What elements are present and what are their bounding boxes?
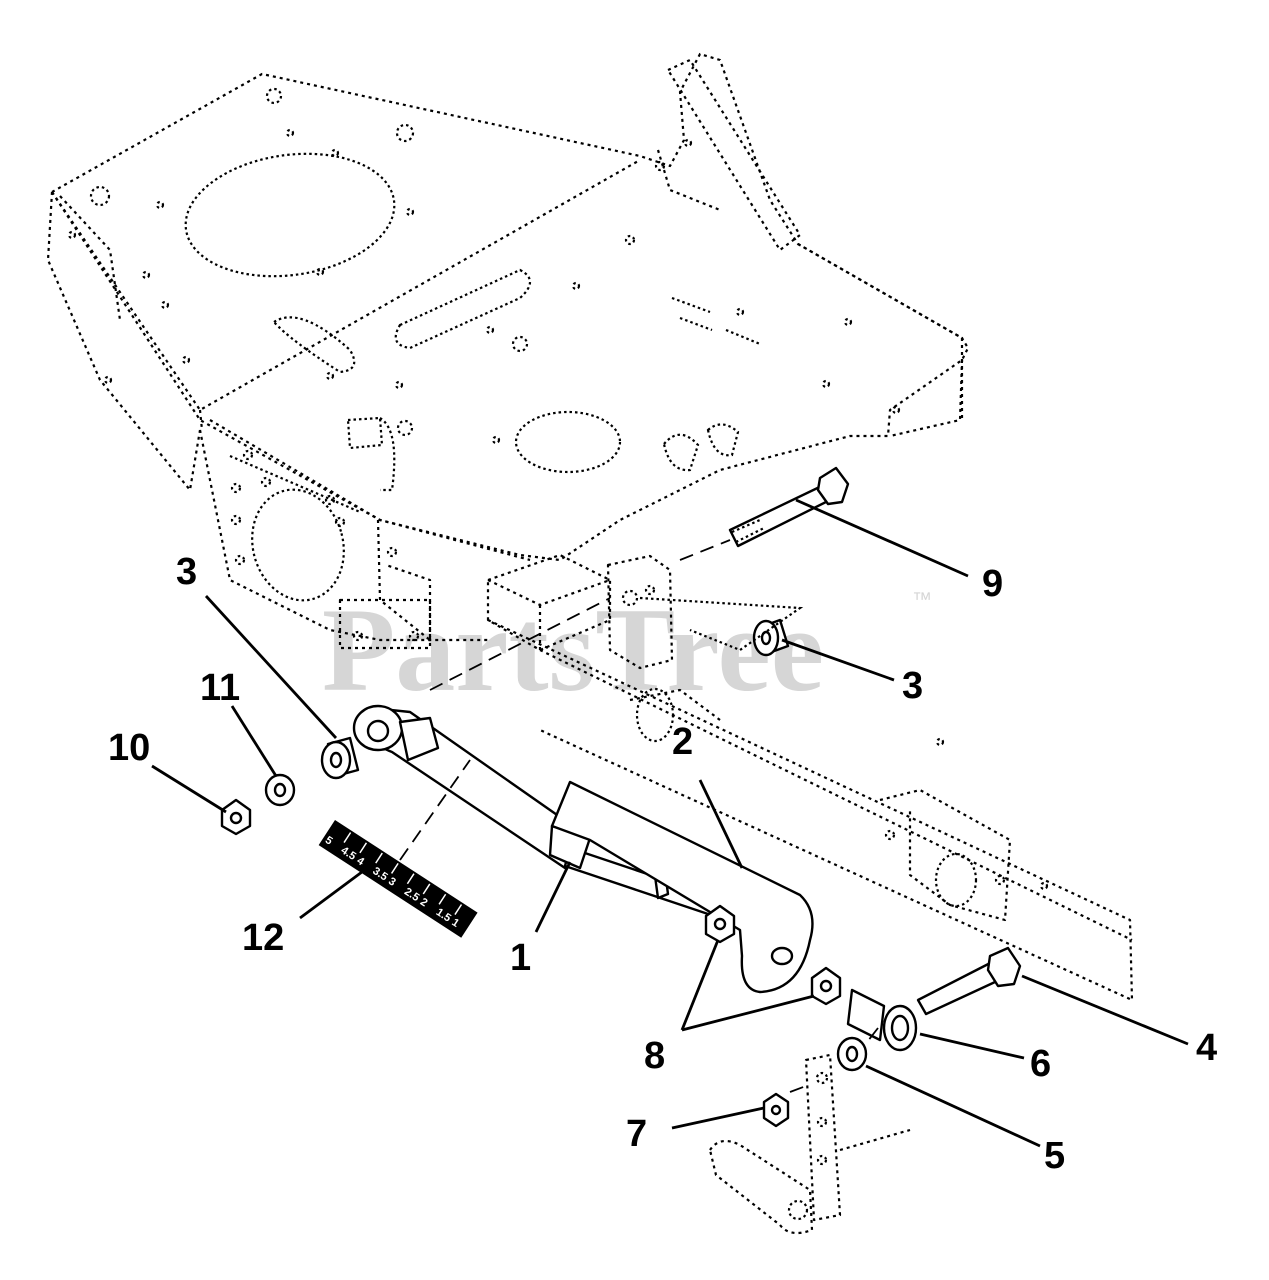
part-7-nut [762,1092,790,1128]
part-1-actuator [352,704,727,920]
alignment-lines [399,539,879,1093]
mower-frame [46,52,1134,1235]
leader-9 [795,498,969,578]
callout-10: 10 [108,727,150,769]
callout-9: 9 [982,563,1003,605]
scale-mark: 5 [323,834,335,847]
hardware: 54.543.532.521.51 [220,466,1022,1128]
part-3-spacer-left [320,736,360,780]
leader-5 [865,1064,1041,1148]
scale-tick [406,873,415,885]
scale-tick [359,842,368,854]
scale-mark: 1 [450,917,462,930]
scale-tick [438,893,447,905]
callout-4: 4 [1196,1027,1217,1069]
leader-7 [671,1106,765,1130]
leader-4 [1021,974,1189,1046]
callout-8: 8 [644,1035,665,1077]
part-5-washer [836,1036,868,1072]
part-4-bolt [916,946,1022,1016]
part-11-washer [264,773,296,807]
leader-11 [230,705,278,777]
leader-2 [698,779,744,869]
leader-12 [299,864,371,920]
leader-6 [919,1032,1025,1060]
leader-lines [151,498,1189,1148]
part-3-spacer-right [752,618,790,657]
part-8-nuts [704,904,842,1006]
leader-3b [781,638,895,682]
part-9-bolt [728,466,850,548]
part-6-rod-end [846,988,918,1052]
leader-8a [680,939,720,1031]
scale-mark: 3 [386,875,398,888]
callout-3b: 3 [902,665,923,707]
callout-12: 12 [242,917,284,959]
callout-5: 5 [1044,1135,1065,1177]
leader-10 [151,764,227,814]
watermark: PartsTree ™ [322,583,932,716]
scale-tick [470,914,478,926]
part-2-bracket-plate [550,780,814,994]
callout-11: 11 [200,667,240,709]
watermark-trademark: ™ [912,589,932,611]
scale-tick [343,832,352,843]
callout-2: 2 [672,721,693,763]
watermark-text: PartsTree [322,583,824,716]
scale-tick [454,904,463,915]
callout-6: 6 [1030,1043,1051,1085]
callouts: 3 11 10 12 1 2 9 3 4 6 5 7 8 [108,551,1217,1177]
leader-8b [681,994,815,1032]
scale-tick [375,852,383,864]
scale-tick [422,883,431,895]
part-12-decal: 54.543.532.521.51 [318,820,478,938]
scale-tick [390,862,399,874]
part-10-nut [220,798,252,836]
callout-3a: 3 [176,551,197,593]
callout-7: 7 [626,1113,647,1155]
leader-3a [204,595,338,739]
leader-1 [534,861,572,933]
scale-mark: 2 [418,896,430,909]
callout-1: 1 [510,937,531,979]
